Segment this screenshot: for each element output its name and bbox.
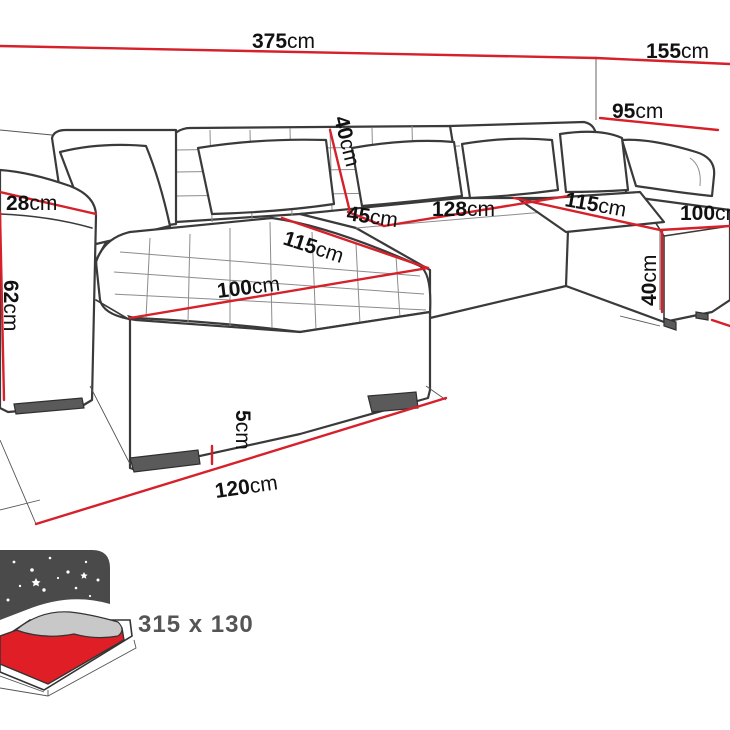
label-375: 375cm bbox=[252, 30, 315, 53]
dim-line-62 bbox=[0, 210, 6, 402]
label-62: 62cm bbox=[0, 280, 22, 331]
dim-line-120 bbox=[34, 396, 448, 526]
right-armrest bbox=[620, 138, 716, 198]
label-100-right: 100cm bbox=[680, 202, 730, 225]
dim-line-115-chaise bbox=[280, 216, 430, 270]
dim-line-155 bbox=[594, 56, 730, 66]
label-5: 5cm bbox=[231, 410, 254, 450]
label-95: 95cm bbox=[612, 100, 663, 123]
dim-line-45 bbox=[346, 210, 386, 228]
dimension-labels: 375cm 155cm 95cm 40cm 28cm 115cm 45cm 12… bbox=[0, 30, 730, 503]
dim-line-100-chaise bbox=[128, 266, 430, 320]
label-40-right: 40cm bbox=[638, 255, 661, 306]
chaise-base bbox=[94, 260, 432, 472]
dim-line-28 bbox=[0, 190, 98, 216]
dim-line-95 bbox=[598, 116, 720, 132]
label-115-right: 115cm bbox=[563, 188, 628, 221]
pillow-4 bbox=[460, 137, 560, 200]
dim-line-right-floor bbox=[710, 318, 730, 328]
dim-line-375 bbox=[0, 44, 598, 60]
label-128: 128cm bbox=[432, 198, 495, 221]
top-guide-line bbox=[0, 45, 601, 136]
dim-line-115-right bbox=[512, 196, 662, 232]
pillow-2 bbox=[196, 138, 336, 216]
dim-line-40-back bbox=[328, 128, 352, 214]
pillow-3 bbox=[350, 139, 464, 208]
dimension-lines bbox=[0, 44, 730, 526]
chaise-leg-back bbox=[367, 391, 419, 413]
sleeping-area-size: 315 x 130 bbox=[138, 611, 254, 638]
dim-line-100-right bbox=[658, 224, 730, 232]
label-155: 155cm bbox=[646, 40, 709, 63]
middle-seat bbox=[298, 196, 570, 320]
left-armrest bbox=[0, 168, 98, 414]
label-100-chaise: 100cm bbox=[216, 272, 281, 303]
pillow-5 bbox=[558, 130, 630, 194]
sofa-drawing bbox=[0, 45, 730, 525]
sleeping-function-icon: 315 x 130 bbox=[0, 550, 254, 697]
label-28: 28cm bbox=[6, 192, 57, 215]
night-sky-icon bbox=[0, 550, 110, 620]
dim-line-128 bbox=[382, 194, 570, 228]
chaise-leg-front bbox=[129, 449, 201, 473]
right-leg bbox=[663, 317, 677, 331]
stars-icon bbox=[6, 556, 100, 602]
label-45: 45cm bbox=[345, 202, 399, 232]
label-120: 120cm bbox=[213, 471, 279, 503]
